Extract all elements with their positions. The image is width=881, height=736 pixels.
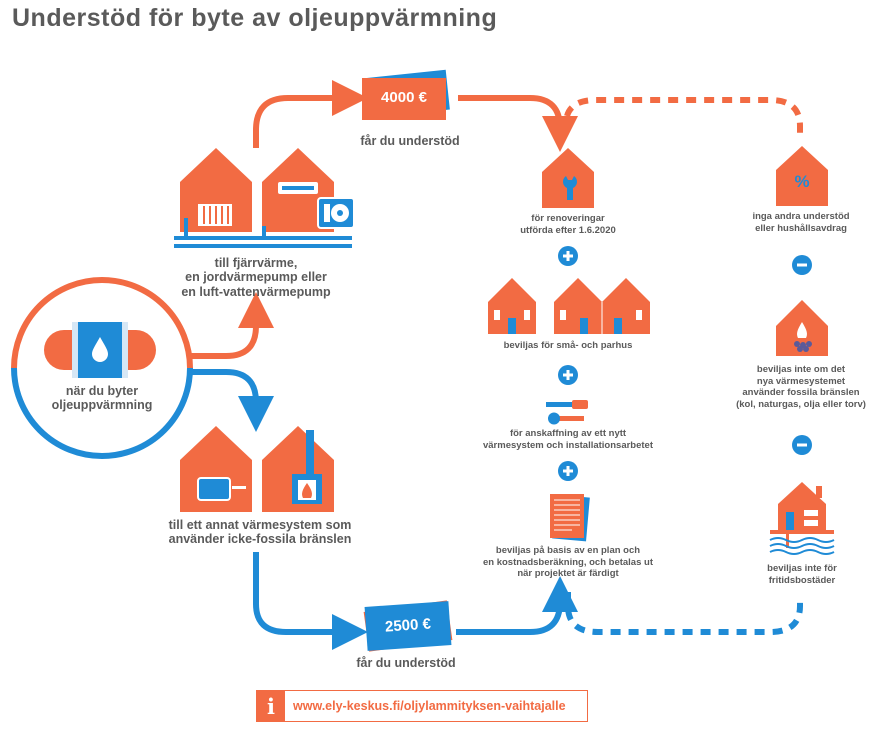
lower-option-line-2: använder icke-fossila bränslen — [168, 532, 352, 547]
heat-pump-house-icon — [262, 148, 355, 232]
center-line-1: när du byter — [65, 384, 139, 398]
card-2500 — [363, 600, 453, 652]
plus-icon — [558, 246, 578, 266]
pipes-icon — [174, 218, 352, 248]
fireplace-house-icon — [262, 426, 334, 512]
exclusion-text: använder fossila bränslen — [742, 387, 860, 399]
percent-house-icon — [776, 146, 828, 206]
info-link[interactable]: i www.ely-keskus.fi/oljylammityksen-vaih… — [256, 690, 588, 722]
condition-text: en kostnadsberäkning, och betalas ut — [483, 556, 653, 568]
plus-icon — [558, 365, 578, 385]
percent-symbol: % — [794, 172, 810, 191]
info-url[interactable]: www.ely-keskus.fi/oljylammityksen-vaihta… — [293, 699, 566, 713]
oil-tank-icon — [44, 322, 156, 378]
condition-text: för anskaffning av ett nytt — [509, 428, 627, 439]
caption-text: får du understöd — [356, 656, 456, 670]
fire-house-icon — [776, 300, 828, 356]
tools-icon — [546, 400, 588, 425]
condition-text: när projektet är färdigt — [517, 568, 619, 580]
center-circle — [11, 277, 193, 459]
plus-icon — [558, 461, 578, 481]
wrench-house-icon — [542, 148, 594, 208]
leisure-house-icon — [769, 482, 835, 555]
condition-text: beviljas på basis av en plan och — [495, 545, 641, 556]
center-label: när du byter oljeuppvärmning — [22, 384, 182, 413]
condition-text: utförda efter 1.6.2020 — [520, 224, 616, 236]
minus-icon — [792, 435, 812, 455]
condition-text: för renoveringar — [531, 213, 605, 224]
exclusion-text: eller hushållsavdrag — [755, 222, 847, 234]
lower-option-label: till ett annat värmesystem som använder … — [150, 518, 370, 547]
exclusion-fossil: beviljas inte om det nya värmesystemet a… — [722, 364, 880, 410]
info-icon: i — [257, 691, 285, 721]
amount-4000: 4000 € — [381, 89, 427, 106]
lower-option-line-1: till ett annat värmesystem som — [168, 518, 352, 532]
condition-acquisition: för anskaffning av ett nytt värmesystem … — [468, 428, 668, 451]
condition-plan: beviljas på basis av en plan och en kost… — [470, 545, 666, 580]
district-heating-house-icon — [180, 148, 252, 232]
document-icon — [550, 494, 590, 542]
card-4000 — [362, 69, 450, 120]
exclusion-text: fritidsbostäder — [768, 574, 836, 586]
condition-text: värmesystem och installationsarbetet — [482, 439, 653, 451]
upper-option-line-2: en jordvärmepump eller — [185, 270, 327, 285]
caption-text: får du understöd — [360, 134, 460, 148]
minus-icon — [792, 255, 812, 275]
condition-text: beviljas för små- och parhus — [503, 340, 633, 351]
amount-4000-caption: får du understöd — [340, 134, 480, 148]
exclusion-text: beviljas inte för — [767, 563, 837, 574]
center-line-2: oljeuppvärmning — [51, 398, 153, 413]
condition-renovations: för renoveringar utförda efter 1.6.2020 — [488, 213, 648, 236]
amount-2500-caption: får du understöd — [336, 656, 476, 670]
upper-option-label: till fjärrvärme, en jordvärmepump eller … — [156, 256, 356, 299]
upper-option-line-1: till fjärrvärme, — [214, 256, 298, 270]
exclusion-leisure: beviljas inte för fritidsbostäder — [740, 563, 864, 586]
small-houses-icon — [488, 278, 650, 334]
exclusion-text: beviljas inte om det — [756, 364, 846, 375]
exclusion-text: (kol, naturgas, olja eller torv) — [736, 398, 866, 410]
exclusion-text: nya värmesystemet — [756, 375, 846, 387]
exclusion-no-other: inga andra understöd eller hushållsavdra… — [726, 211, 876, 234]
exclusion-text: inga andra understöd — [752, 211, 850, 222]
condition-houses: beviljas för små- och parhus — [478, 340, 658, 352]
upper-option-line-3: en luft-vattenvärmepump — [181, 284, 331, 299]
page-title: Understöd för byte av oljeuppvärmning — [12, 4, 498, 32]
boiler-house-icon — [180, 426, 252, 512]
